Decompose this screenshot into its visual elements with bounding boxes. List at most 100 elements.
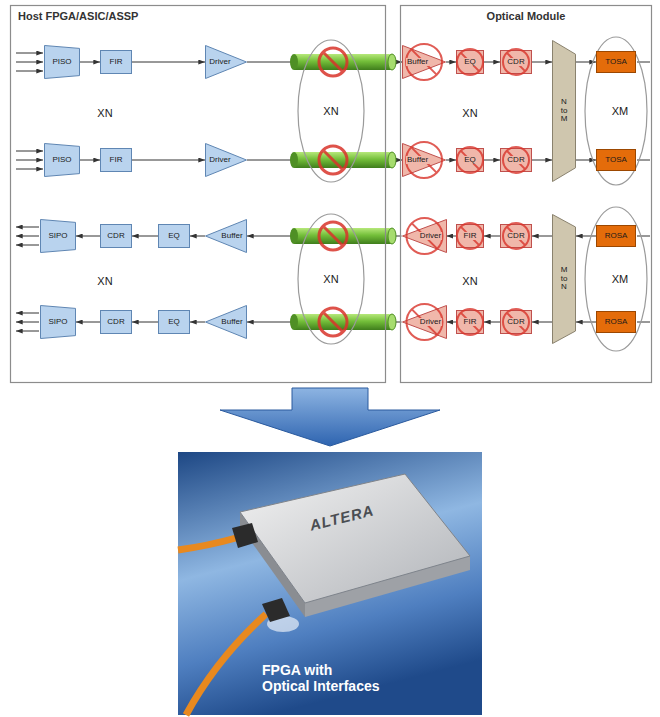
component-label: Buffer: [221, 232, 242, 241]
signal-connector: [80, 160, 100, 161]
signal-connector: [532, 160, 552, 161]
text-holder: Driver: [207, 45, 233, 79]
optical-module-panel: Optical ModuleBufferEQCDRBufferEQCDRN to…: [400, 5, 652, 383]
removed-mark: [457, 223, 483, 249]
cable-end: [290, 152, 298, 168]
rosa-block-shape: [597, 226, 636, 247]
cdr-block-shape: [101, 311, 132, 334]
lane-count-label: XN: [462, 275, 477, 288]
removed-circle: [319, 146, 347, 174]
text-holder: FIR: [456, 310, 484, 334]
lane-group-ellipse-shape: [298, 40, 364, 182]
text-holder: CDR: [500, 50, 532, 74]
lane-group-ellipse: XN: [297, 39, 365, 183]
removed-slash: [507, 227, 525, 245]
sipo-block-shape: [41, 220, 76, 253]
text-holder: EQ: [158, 310, 190, 334]
signal-connector: [484, 322, 500, 323]
buffer-amplifier: Buffer: [205, 305, 247, 339]
component-label: M to N: [559, 266, 569, 292]
photo-background: [178, 452, 482, 715]
group-label: XM: [612, 273, 629, 285]
removed-mark: [406, 218, 442, 254]
tosa-block: TOSA: [596, 149, 636, 171]
parallel-input-wires: [16, 53, 43, 169]
lane-count-label: XN: [97, 275, 112, 288]
component-label: FIR: [463, 232, 478, 241]
signal-connector: [76, 236, 100, 237]
buffer-amplifier: Buffer: [402, 143, 446, 177]
component-label: TOSA: [605, 58, 627, 67]
cdr-block: CDR: [100, 224, 132, 248]
group-label: XN: [323, 105, 338, 117]
text-holder: EQ: [456, 148, 484, 172]
component-label: Buffer: [221, 318, 242, 327]
sipo-block: SIPO: [40, 305, 76, 339]
removed-circle: [406, 44, 442, 80]
input-wire: [16, 169, 43, 170]
fiber-connector: [262, 598, 290, 622]
text-holder: Driver: [417, 219, 445, 253]
fiber-wire: [637, 236, 650, 237]
text-holder: Buffer: [404, 143, 431, 177]
driver-amplifier-shape: [206, 46, 247, 79]
signal-connector: [132, 236, 158, 237]
rosa-block-shape: [597, 312, 636, 333]
component-label: Driver: [419, 318, 442, 327]
input-wire: [16, 62, 43, 63]
text-holder: FIR: [100, 148, 132, 172]
cable-end: [388, 54, 396, 70]
removed-slash: [323, 52, 343, 72]
removed-mark: [319, 48, 347, 336]
text-holder: CDR: [500, 224, 532, 248]
component-label: FIR: [110, 58, 123, 67]
signal-connector: [446, 62, 456, 63]
removed-circle: [503, 147, 529, 173]
cdr-block: CDR: [500, 148, 532, 172]
removed-slash: [461, 151, 479, 169]
component-label: EQ: [463, 156, 477, 165]
signal-connector: [447, 236, 457, 237]
cable-body: [294, 54, 392, 70]
text-holder: FIR: [100, 50, 132, 74]
driver-amplifier-shape: [402, 306, 446, 339]
sipo-block-shape: [41, 306, 76, 339]
text-holder: Optical Module: [400, 10, 652, 22]
removed-circle: [503, 309, 529, 335]
lane-group-ellipse: XN: [297, 213, 365, 345]
component-label: CDR: [506, 232, 525, 241]
text-holder: N to M: [552, 40, 576, 182]
output-wire: [16, 331, 39, 332]
text-holder: PISO: [44, 45, 80, 79]
brand-logo-box: ALTERA: [291, 494, 394, 541]
signal-connector: [76, 322, 100, 323]
cable-end: [388, 314, 396, 330]
input-wire: [16, 151, 43, 152]
transition-arrow: [220, 388, 440, 446]
removed-circle: [319, 48, 347, 76]
component-label: FIR: [463, 318, 478, 327]
component-label: EQ: [168, 318, 180, 327]
signal-connector: [484, 62, 500, 63]
removed-mark: [503, 223, 529, 249]
text-holder: ROSA: [596, 311, 636, 333]
cdr-block: CDR: [500, 310, 532, 334]
rosa-block: ROSA: [596, 225, 636, 247]
component-label: SIPO: [48, 232, 67, 241]
text-holder: PISO: [44, 143, 80, 177]
signal-connector: [190, 322, 205, 323]
component-label: PISO: [52, 58, 71, 67]
component-label: CDR: [107, 318, 124, 327]
signal-connector: [532, 62, 552, 63]
fiber-connector: [232, 523, 258, 548]
lane-group-ellipse-shape: [298, 214, 364, 344]
component-label: Driver: [419, 232, 442, 241]
text-holder: Buffer: [219, 219, 245, 253]
lane-group-ellipse-shape: [585, 37, 647, 185]
removed-circle: [406, 304, 442, 340]
removed-slash: [461, 227, 479, 245]
copper-cable: [290, 54, 396, 70]
text-holder: ROSA: [596, 225, 636, 247]
optical-fiber: [186, 614, 266, 715]
